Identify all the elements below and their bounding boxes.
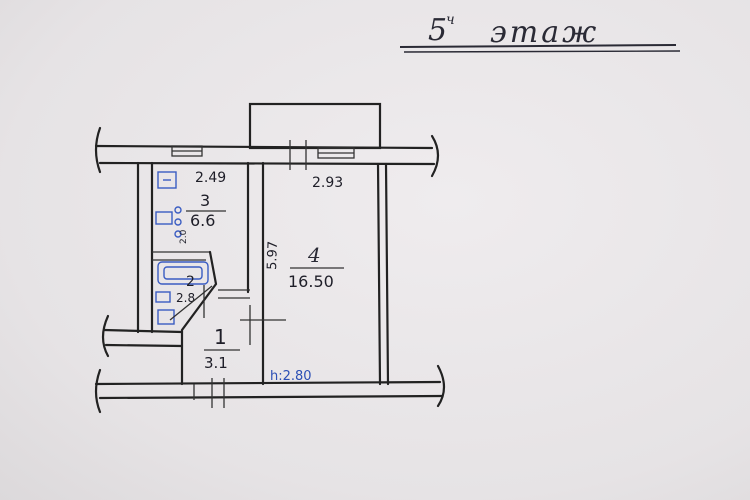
- room-2: 2 2.8: [169, 274, 213, 321]
- washbasin-icon: [155, 291, 171, 303]
- ceiling-height: h:2.80: [270, 369, 312, 384]
- room-4-area: 16.50: [288, 272, 334, 291]
- left-lower-wall: [101, 314, 184, 358]
- dim-room-width: 2.93: [312, 175, 343, 191]
- dim-kitchen-width: 2.49: [195, 170, 226, 186]
- room-2-number: 2: [186, 274, 195, 290]
- room-3: 3 6.6: [186, 191, 226, 230]
- bathtub-icon: [157, 261, 209, 285]
- floor-suffix: ч: [446, 12, 455, 28]
- toilet-icon: [157, 309, 175, 325]
- bottom-wall: [94, 364, 446, 414]
- room-2-area: 2.8: [176, 291, 195, 305]
- room-4: 4 16.50: [288, 243, 344, 291]
- floor-title: 5 ч этаж: [399, 12, 681, 53]
- sink-icon: [155, 211, 173, 225]
- title-underline: [399, 44, 677, 48]
- room-3-area: 6.6: [190, 211, 215, 230]
- title-underline-2: [403, 50, 681, 53]
- room-1: 1 3.1: [204, 325, 240, 372]
- stove-icon: [157, 171, 177, 189]
- room-3-number: 3: [200, 191, 210, 210]
- dim-kitchen-side: 2.0: [179, 229, 189, 244]
- room-4-number: 4: [307, 243, 321, 267]
- room-1-number: 1: [214, 325, 227, 349]
- floor-number: 5: [428, 13, 447, 48]
- interior-walls: [136, 161, 390, 386]
- dimensions: 2.49 2.93 5.97 2.0: [179, 170, 343, 270]
- dim-room-side: 5.97: [265, 241, 281, 270]
- floor-word: этаж: [490, 15, 599, 50]
- balcony: [248, 102, 382, 150]
- room-1-area: 3.1: [204, 354, 228, 372]
- fixtures: [155, 171, 209, 325]
